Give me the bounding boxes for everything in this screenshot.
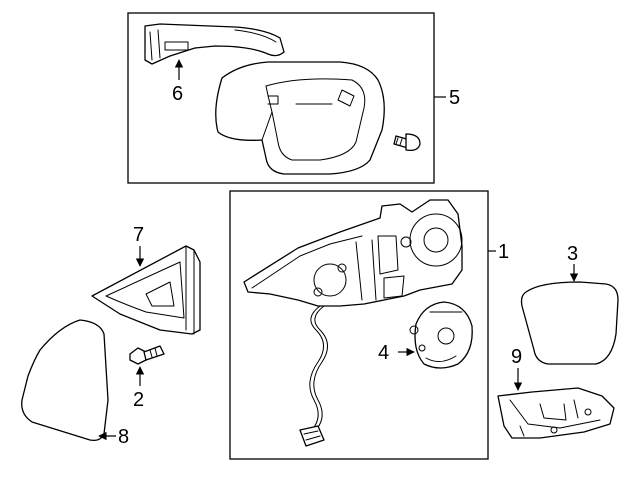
callout-7: 7 [133,224,144,246]
callout-1: 1 [498,241,509,263]
callout-9: 9 [511,346,522,368]
base-cover [497,387,615,439]
sail-cover [91,245,201,335]
callout-2: 2 [133,389,144,411]
mirror-assembly-box [229,190,489,460]
mirror-housing-cover [215,61,385,175]
mirror-motor [409,301,473,369]
callout-6: 6 [172,83,183,105]
callout-5: 5 [449,87,460,109]
mirror-base-assembly [243,199,463,307]
cover-trim-strip [144,23,285,65]
housing-screw [393,133,421,152]
outer-cover-shell [21,319,109,442]
cover-group-box [127,12,435,184]
callout-8: 8 [118,426,129,448]
callout-4: 4 [378,342,389,364]
wire-harness [299,305,328,447]
mirror-glass [520,281,619,365]
callout-3: 3 [567,243,578,265]
mounting-bolt [129,345,165,365]
